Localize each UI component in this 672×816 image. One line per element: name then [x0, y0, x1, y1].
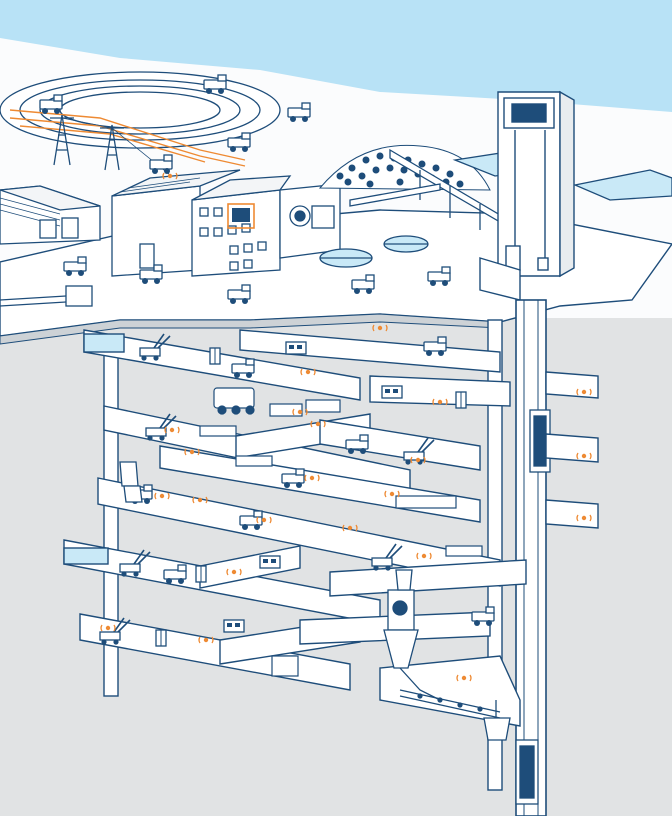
tunnel-level-1b	[369, 375, 511, 407]
tunnel-level-4b	[329, 559, 527, 597]
main-shaft	[515, 299, 547, 816]
headframe-tower-icon	[479, 90, 575, 301]
sump-water-2	[63, 547, 109, 565]
loader-icon	[199, 387, 483, 677]
ore-bin	[483, 700, 511, 741]
hoist-cage-icon	[529, 409, 551, 473]
tailings-pond	[0, 71, 281, 149]
skip-bucket	[515, 739, 539, 805]
thickener-tank-1	[319, 248, 373, 268]
conveyor-icon	[349, 148, 501, 230]
warehouse-building	[0, 185, 101, 245]
underground-conveyor	[399, 689, 501, 719]
ore-crusher-icon	[383, 569, 441, 701]
sump-water-1	[83, 333, 125, 353]
power-line-icon	[50, 114, 171, 176]
fuel-tank	[0, 285, 93, 307]
ore-stockpile-icon	[318, 144, 491, 191]
vent-duct	[119, 461, 143, 503]
tunnel-shaft-station-3	[545, 499, 599, 529]
tunnel-level-2c	[319, 419, 481, 471]
processing-plant-icon	[111, 169, 341, 277]
tunnel-level-1-cross	[239, 329, 501, 373]
thickener-tank-2	[383, 235, 429, 253]
